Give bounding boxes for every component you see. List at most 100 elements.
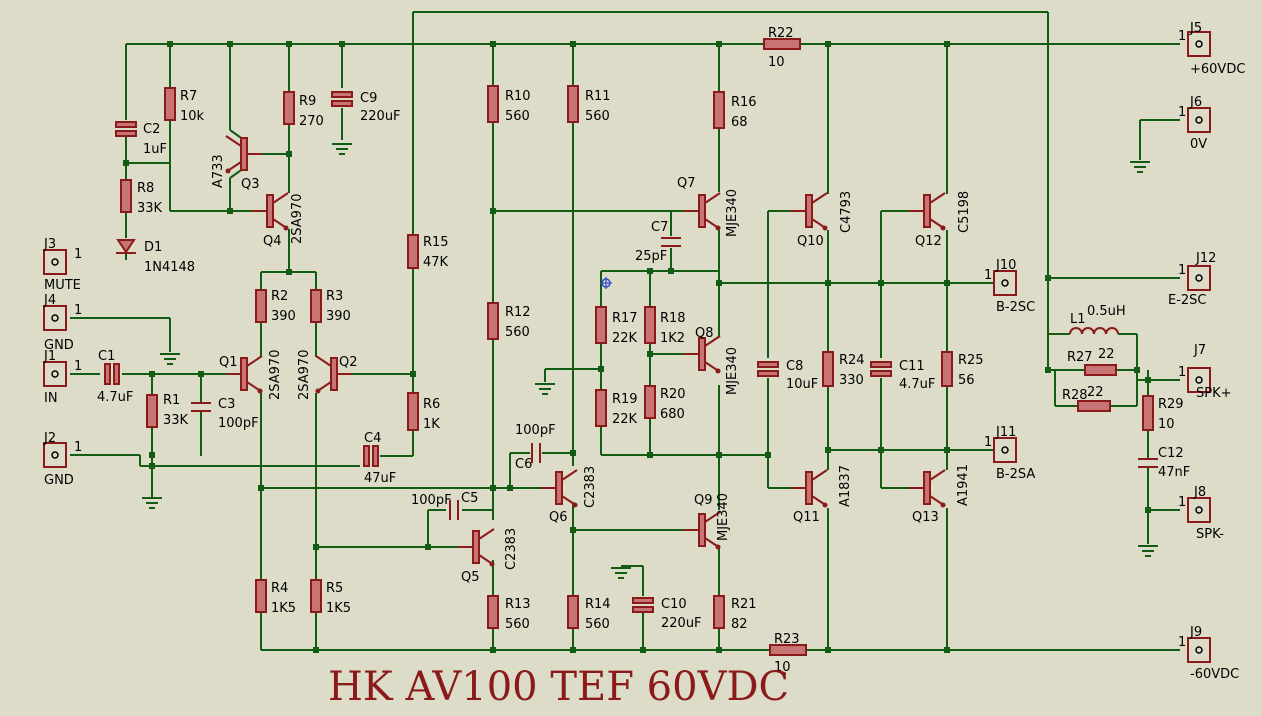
capacitor-value: 100pF [515, 423, 556, 438]
diode-part: 1N4148 [144, 260, 195, 275]
resistor-value: 10 [774, 660, 791, 675]
transistor-part: 2SA970 [268, 350, 283, 400]
resistor-ref: R7 [180, 89, 197, 104]
resistor-ref: R6 [423, 397, 440, 412]
transistor-ref: Q2 [339, 355, 358, 370]
transistor-ref: Q3 [241, 177, 260, 192]
connector-label: -60VDC [1190, 667, 1239, 682]
resistor-ref: R19 [612, 392, 638, 407]
resistor-value: 10 [1158, 417, 1175, 432]
connector-j6: J6 0V 1 [1178, 95, 1211, 152]
resistor-value: 680 [660, 407, 685, 422]
resistor-ref: R25 [958, 353, 984, 368]
pin-number: 1 [1178, 635, 1186, 650]
transistor-ref: Q1 [219, 355, 238, 370]
capacitor-value: 10uF [786, 377, 818, 392]
resistor-value: 390 [271, 309, 296, 324]
capacitor-ref: C6 [515, 457, 532, 472]
transistor-ref: Q4 [263, 234, 282, 249]
transistor-part: MJE340 [725, 347, 740, 395]
capacitor-ref: C2 [143, 122, 160, 137]
connector-label: B-2SC [996, 300, 1035, 315]
resistor-ref: R1 [163, 393, 180, 408]
connector-ref: J12 [1195, 251, 1216, 266]
resistor-value: 560 [585, 617, 610, 632]
transistor-ref: Q11 [793, 510, 820, 525]
inductor-ref: L1 [1070, 312, 1086, 327]
pin-number: 1 [984, 268, 992, 283]
resistor-ref: R12 [505, 305, 531, 320]
transistor-ref: Q12 [915, 234, 942, 249]
capacitor-value: 4.7uF [97, 390, 133, 405]
ground-r19 [535, 383, 555, 395]
wires [70, 11, 1180, 653]
capacitor-ref: C12 [1158, 446, 1184, 461]
capacitor-c6: C6 100pF [515, 423, 556, 472]
resistor-ref: R27 [1067, 350, 1093, 365]
resistor-value: 56 [958, 373, 975, 388]
connector-ref: J6 [1189, 95, 1202, 110]
pin-number: 1 [1178, 29, 1186, 44]
resistor-ref: R21 [731, 597, 757, 612]
connector-ref: J3 [43, 237, 56, 252]
resistor-value: 10k [180, 109, 205, 124]
resistor-value: 68 [731, 115, 748, 130]
capacitor-c1: C14.7uF [97, 349, 133, 405]
connector-label: GND [44, 473, 74, 488]
connector-ref: J1 [43, 349, 56, 364]
pin-number: 1 [1178, 263, 1186, 278]
transistor-ref: Q7 [677, 176, 696, 191]
transistor-part: C2383 [504, 528, 519, 570]
connector-ref: J7 [1193, 343, 1206, 358]
connector-ref: J9 [1189, 625, 1202, 640]
transistor-part: A1941 [956, 464, 971, 506]
pin-number: 1 [984, 435, 992, 450]
connector-ref: J2 [43, 431, 56, 446]
transistor-part: A1837 [838, 465, 853, 507]
resistor-value: 82 [731, 617, 748, 632]
resistor-ref: R28 [1062, 388, 1088, 403]
pin-number: 1 [74, 247, 82, 262]
connector-label: SPK+ [1196, 386, 1232, 401]
connector-label: GND [44, 338, 74, 353]
resistor-value: 10 [768, 55, 785, 70]
resistor-value: 22 [1098, 347, 1115, 362]
capacitor-ref: C3 [218, 397, 235, 412]
resistor-ref: R5 [326, 581, 343, 596]
pin-number: 1 [1178, 105, 1186, 120]
transistor-ref: Q6 [549, 510, 568, 525]
resistor-value: 560 [505, 617, 530, 632]
pin-number: 1 [1178, 495, 1186, 510]
connector-label: E-2SC [1168, 293, 1207, 308]
connector-label: 0V [1190, 137, 1207, 152]
resistor-ref: R13 [505, 597, 531, 612]
resistor-ref: R16 [731, 95, 757, 110]
transistor-part: MJE340 [716, 493, 731, 541]
resistor-ref: R3 [326, 289, 343, 304]
ground-j4 [160, 353, 180, 365]
